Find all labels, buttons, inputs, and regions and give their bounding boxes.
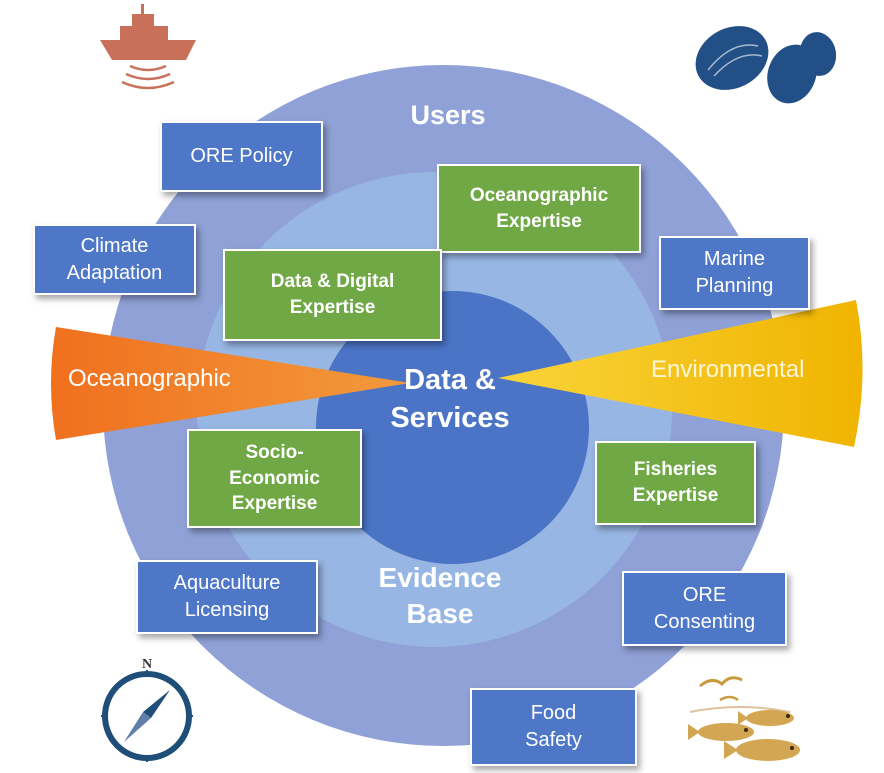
climate-adaptation-box: Climate Adaptation [33, 224, 196, 295]
data-digital-expertise-box: Data & Digital Expertise [223, 249, 442, 341]
aquaculture-licensing-box: Aquaculture Licensing [136, 560, 318, 634]
food-safety-box: Food Safety [470, 688, 637, 766]
research-ship-icon [100, 4, 196, 90]
fish-and-birds-icon [688, 676, 800, 761]
environmental-wedge [498, 300, 863, 447]
socio-economic-expertise-box: Socio- Economic Expertise [187, 429, 362, 528]
oceanographic-expertise-box: Oceanographic Expertise [437, 164, 641, 253]
evidence-base-label: Evidence Base [378, 562, 502, 630]
oceanographic-label: Oceanographic [68, 365, 231, 392]
environmental-label: Environmental [651, 356, 805, 383]
marine-planning-box: Marine Planning [659, 236, 810, 310]
compass-icon: N [101, 657, 193, 762]
mussels-icon [695, 26, 837, 104]
oceanographic-wedge [51, 327, 410, 440]
ore-policy-box: ORE Policy [160, 121, 323, 192]
ore-consenting-box: ORE Consenting [622, 571, 787, 646]
users-label: Users [410, 100, 486, 130]
fisheries-expertise-box: Fisheries Expertise [595, 441, 756, 525]
compass-north-letter: N [142, 657, 152, 672]
data-services-label: Data & Services [390, 364, 510, 434]
